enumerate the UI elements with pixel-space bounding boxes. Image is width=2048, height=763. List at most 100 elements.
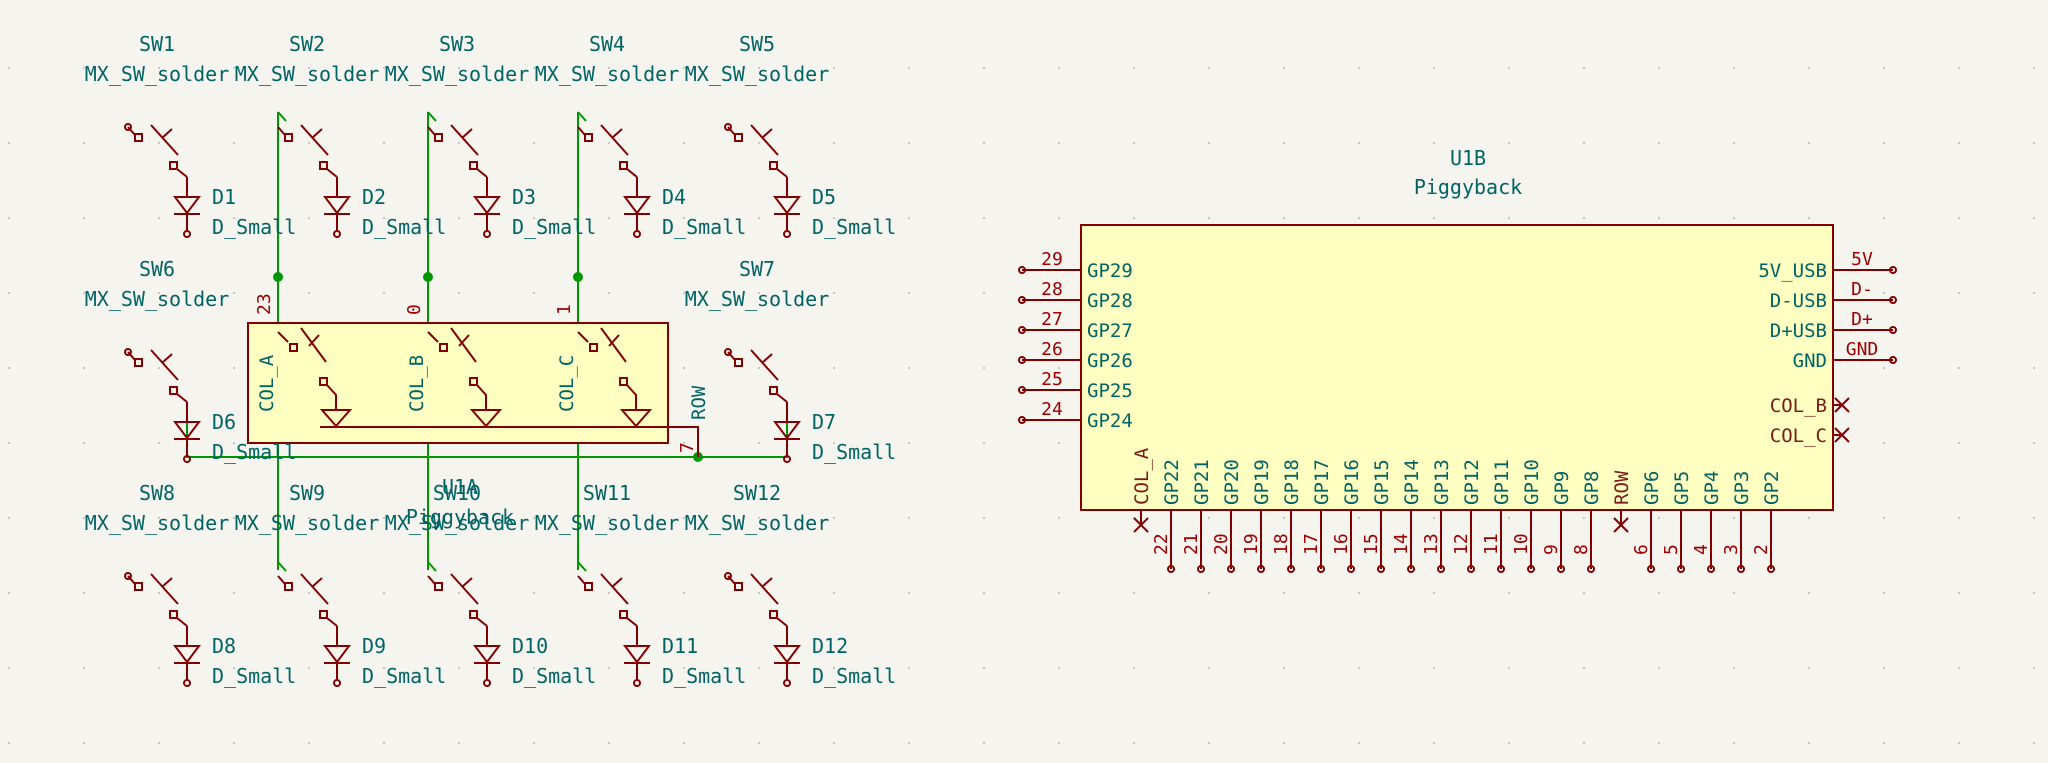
u1b-right-pin[interactable]: COL_C [1770,425,1850,447]
pin-number: 27 [1041,309,1063,330]
grid-dot [1508,142,1510,144]
grid-dot [983,142,985,144]
switch-lever-icon [161,128,173,139]
pin-name: GP11 [1491,459,1513,505]
grid-dot [158,67,160,69]
switch-value: MX_SW_solder [85,62,230,86]
grid-dot [1058,592,1060,594]
grid-dot [833,292,835,294]
grid-dot [308,142,310,144]
u1b-right-pin[interactable]: COL_B [1770,395,1850,417]
pin-end-icon [1587,565,1595,573]
grid-dot [1733,217,1735,219]
pin-name: GP12 [1461,459,1483,505]
pin-number: 2 [1751,544,1772,555]
pin-number: 6 [1631,544,1652,555]
pin-number: 9 [1541,544,1562,555]
junction-dot [273,272,283,282]
grid-dot [608,292,610,294]
pin-end-icon [183,230,191,238]
grid-dot [1658,142,1660,144]
grid-dot [233,142,235,144]
grid-dot [8,667,10,669]
pin-name: GP3 [1731,471,1753,505]
switch-ref: SW1 [139,32,175,56]
grid-dot [1883,667,1885,669]
pin-name: GP29 [1087,260,1133,282]
pin-number: 13 [1421,533,1442,555]
pin-end-icon [724,348,732,356]
grid-dot [833,142,835,144]
grid-dot [8,217,10,219]
pin-end-icon [1167,565,1175,573]
pin-line [326,617,338,627]
pin-number: 11 [1481,533,1502,555]
u1b-body[interactable] [1080,224,1834,511]
u1b-bottom-pin[interactable]: 11 GP11 [1481,459,1513,573]
switch-lever-icon [161,577,173,588]
grid-dot [308,667,310,669]
pin-line [476,168,488,178]
pin-line [176,168,188,178]
grid-dot [908,442,910,444]
u1b-bottom-pin[interactable]: ROW [1611,470,1633,533]
grid-dot [683,592,685,594]
u1b-right-pin[interactable]: D+D+USB [1770,309,1897,342]
grid-dot [1583,667,1585,669]
grid-dot [1508,742,1510,744]
pin-name: GND [1793,350,1827,372]
u1b-symbol[interactable]: U1BPiggyback29GP2928GP2827GP2726GP2625GP… [1018,146,1897,573]
grid-dot [608,67,610,69]
grid-dot [8,67,10,69]
grid-dot [833,67,835,69]
u1b-bottom-pin[interactable]: COL_A [1131,447,1153,533]
u1b-right-pin[interactable]: D-D-USB [1770,279,1897,312]
grid-dot [908,217,910,219]
grid-dot [1658,592,1660,594]
grid-dot [383,217,385,219]
pin-line [427,126,436,136]
grid-dot [2033,442,2035,444]
